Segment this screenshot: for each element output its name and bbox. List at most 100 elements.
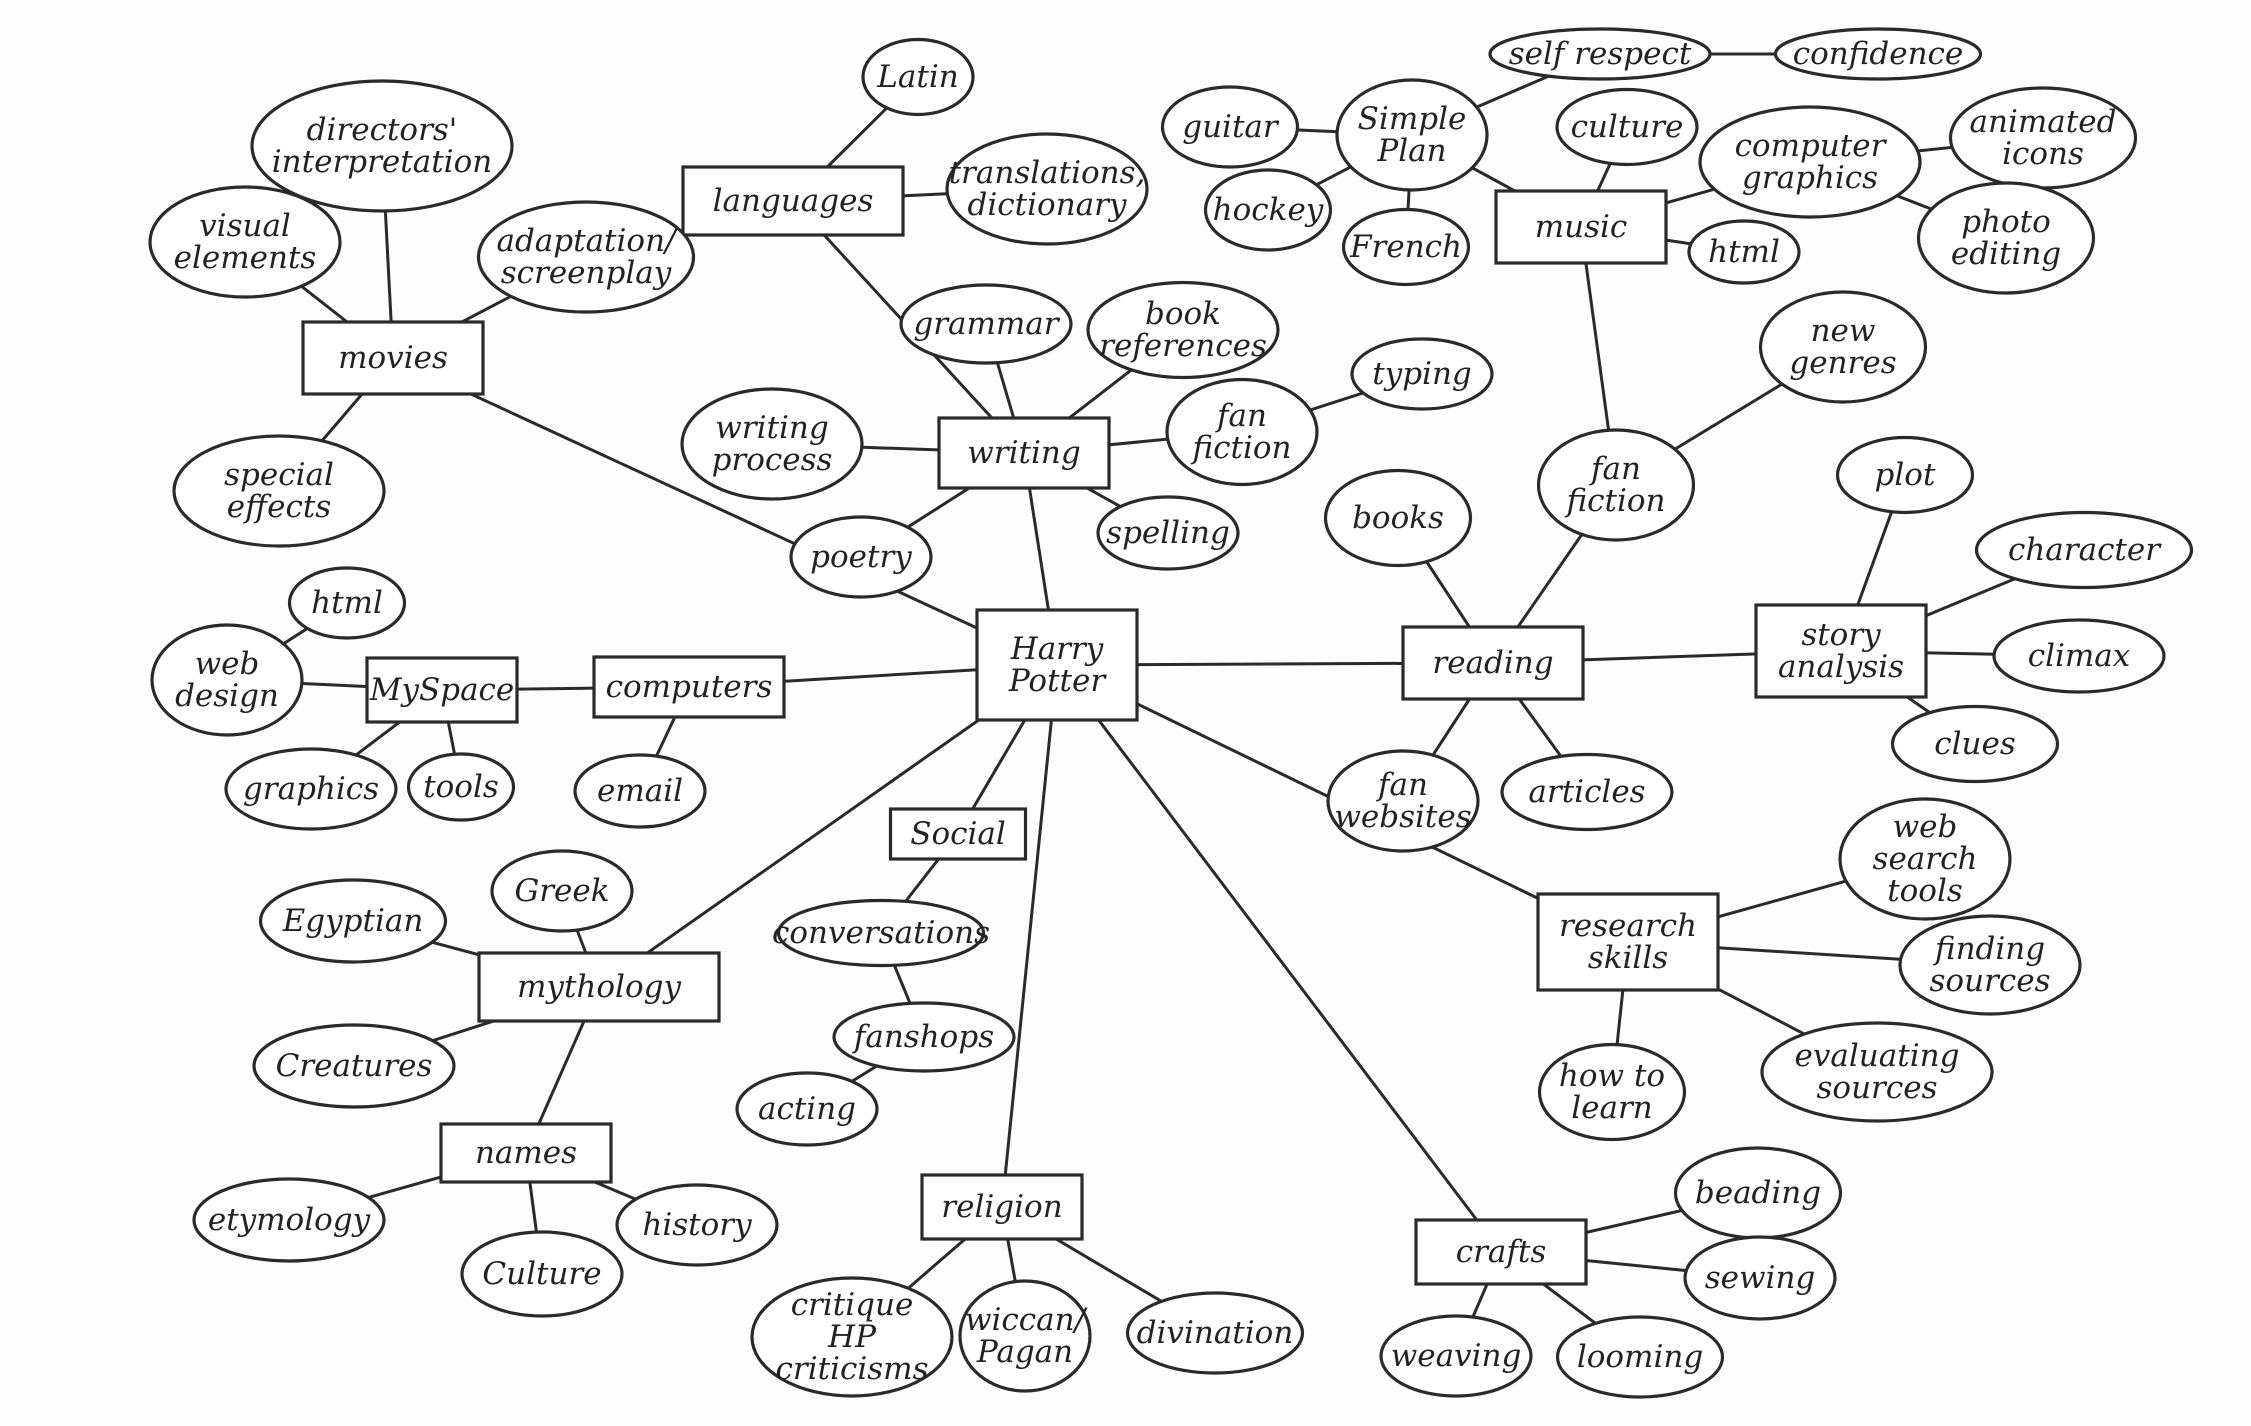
node-label-guitar-0: guitar xyxy=(1182,109,1280,145)
node-shape-hockey xyxy=(1203,168,1333,252)
node-shape-research xyxy=(1536,892,1720,992)
node-label-articles-0: articles xyxy=(1528,774,1645,810)
node-label-html1-0: html xyxy=(311,585,383,621)
subtopic-oval-looming: looming xyxy=(1555,1315,1725,1399)
node-label-graphics-0: graphics xyxy=(243,771,379,807)
node-shape-howto xyxy=(1537,1042,1687,1142)
node-shape-story xyxy=(1754,603,1928,699)
subtopic-oval-confidence: confidence xyxy=(1773,27,1983,81)
node-shape-adaptation xyxy=(476,200,696,314)
subtopic-oval-clues: clues xyxy=(1890,704,2060,784)
node-label-fanwebsites-0: fan xyxy=(1376,767,1428,803)
node-label-websearch-1: search xyxy=(1873,841,1978,877)
node-label-writingproc-1: process xyxy=(712,442,833,478)
node-shape-character xyxy=(1974,510,2194,590)
node-shape-poetry xyxy=(789,515,933,599)
node-shape-plot xyxy=(1835,435,1975,515)
node-label-translations-0: translations, xyxy=(949,155,1146,191)
node-shape-climax xyxy=(1992,618,2166,694)
subtopic-oval-etymology: etymology xyxy=(192,1177,386,1263)
node-shape-divination xyxy=(1125,1291,1305,1375)
node-label-finding-1: sources xyxy=(1930,963,2051,999)
node-shape-finding xyxy=(1898,914,2082,1016)
node-shape-graphics xyxy=(224,747,398,831)
subtopic-oval-sewing: sewing xyxy=(1683,1235,1837,1321)
node-shape-newgenres xyxy=(1758,290,1928,404)
node-label-directors-1: interpretation xyxy=(272,144,492,180)
node-label-fanfiction1-1: fiction xyxy=(1190,430,1291,466)
node-label-simpleplan-1: Plan xyxy=(1376,133,1446,169)
subtopic-oval-weaving: weaving xyxy=(1379,1314,1533,1398)
node-shape-webdesign xyxy=(150,623,304,737)
node-shape-grammar xyxy=(899,283,1073,365)
subtopic-oval-graphics: graphics xyxy=(224,747,398,831)
subtopic-oval-tools: tools xyxy=(406,752,516,822)
node-label-animated-0: animated xyxy=(1970,104,2117,140)
node-label-special-0: special xyxy=(224,457,334,493)
node-label-egyptian-0: Egyptian xyxy=(282,903,424,939)
subtopic-oval-culture2: culture xyxy=(1555,87,1699,167)
node-shape-writingproc xyxy=(680,387,864,501)
node-label-french-0: French xyxy=(1349,229,1462,265)
subtopic-oval-books: books xyxy=(1323,468,1473,568)
node-shape-confidence xyxy=(1773,27,1983,81)
node-shape-names xyxy=(439,1122,613,1184)
subtopic-oval-html1: html xyxy=(287,566,407,640)
node-label-webdesign-1: design xyxy=(175,678,279,714)
node-shape-email xyxy=(573,753,707,829)
node-label-photo-1: editing xyxy=(1951,236,2061,272)
node-shape-religion xyxy=(920,1173,1084,1241)
node-label-fanfiction2-1: fiction xyxy=(1564,483,1665,519)
node-label-critique-1: HP xyxy=(827,1319,877,1355)
node-shape-html2 xyxy=(1687,219,1801,285)
node-shape-websearch xyxy=(1838,797,2012,921)
node-shape-myspace xyxy=(365,656,519,724)
node-shape-music xyxy=(1494,189,1668,265)
node-shape-spelling xyxy=(1096,495,1240,571)
subtopic-oval-adaptation: adaptation/screenplay xyxy=(476,200,696,314)
node-label-sewing-0: sewing xyxy=(1705,1260,1816,1296)
node-shape-reading xyxy=(1401,625,1585,701)
node-shape-simpleplan xyxy=(1335,78,1489,192)
node-label-photo-0: photo xyxy=(1961,204,2051,240)
node-label-adaptation-1: screenplay xyxy=(501,255,672,291)
node-label-newgenres-1: genres xyxy=(1789,345,1896,381)
node-shape-evaluating xyxy=(1760,1021,1994,1123)
node-label-culture2-0: culture xyxy=(1571,109,1684,145)
node-shape-weaving xyxy=(1379,1314,1533,1398)
node-label-music-0: music xyxy=(1535,209,1628,245)
node-shape-critique xyxy=(750,1276,954,1398)
node-label-compgraphics-0: computer xyxy=(1735,128,1888,164)
node-shape-looming xyxy=(1555,1315,1725,1399)
subtopic-oval-typing: typing xyxy=(1350,337,1494,411)
node-label-books-0: books xyxy=(1352,500,1444,536)
node-label-names-0: names xyxy=(475,1135,577,1171)
node-label-myspace-0: MySpace xyxy=(369,672,515,708)
subtopic-oval-fanshops: fanshops xyxy=(832,1001,1016,1073)
node-shape-mythology xyxy=(477,951,721,1023)
node-shape-crafts xyxy=(1414,1218,1588,1286)
node-shape-special xyxy=(172,434,386,548)
node-label-evaluating-1: sources xyxy=(1817,1070,1938,1106)
subtopic-oval-creatures: Creatures xyxy=(252,1023,456,1109)
node-shape-egyptian xyxy=(258,878,448,964)
node-shape-greek xyxy=(490,849,634,933)
node-shape-tools xyxy=(406,752,516,822)
node-label-computers-0: computers xyxy=(606,669,773,705)
node-label-visual-1: elements xyxy=(174,240,317,276)
node-label-critique-0: critique xyxy=(791,1287,914,1323)
topic-box-music: music xyxy=(1494,189,1668,265)
node-shape-guitar xyxy=(1160,85,1300,169)
node-label-confidence-0: confidence xyxy=(1793,36,1964,72)
node-label-mythology-0: mythology xyxy=(517,969,681,1005)
node-label-wiccan-1: Pagan xyxy=(976,1334,1073,1370)
